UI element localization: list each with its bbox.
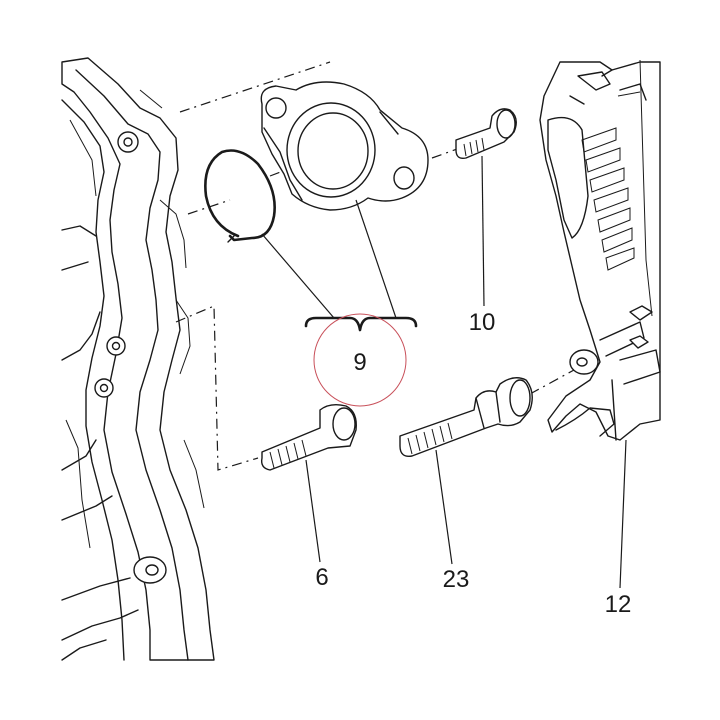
- gasket-plate: [260, 81, 429, 211]
- engine-cover: [61, 57, 215, 661]
- seal-ring: [204, 149, 276, 243]
- leader-lines: [261, 155, 627, 589]
- callout-23: 23: [443, 566, 470, 593]
- bolt-23: [399, 377, 533, 457]
- callout-9: 9: [353, 349, 366, 376]
- callout-10: 10: [469, 309, 496, 336]
- callout-12: 12: [605, 591, 632, 618]
- highlight-circle: [313, 313, 407, 407]
- bolt-6: [260, 403, 357, 471]
- right-bracket: [539, 59, 661, 441]
- callout-6: 6: [315, 564, 328, 591]
- brace-9: [304, 316, 418, 332]
- screw-10: [455, 108, 517, 160]
